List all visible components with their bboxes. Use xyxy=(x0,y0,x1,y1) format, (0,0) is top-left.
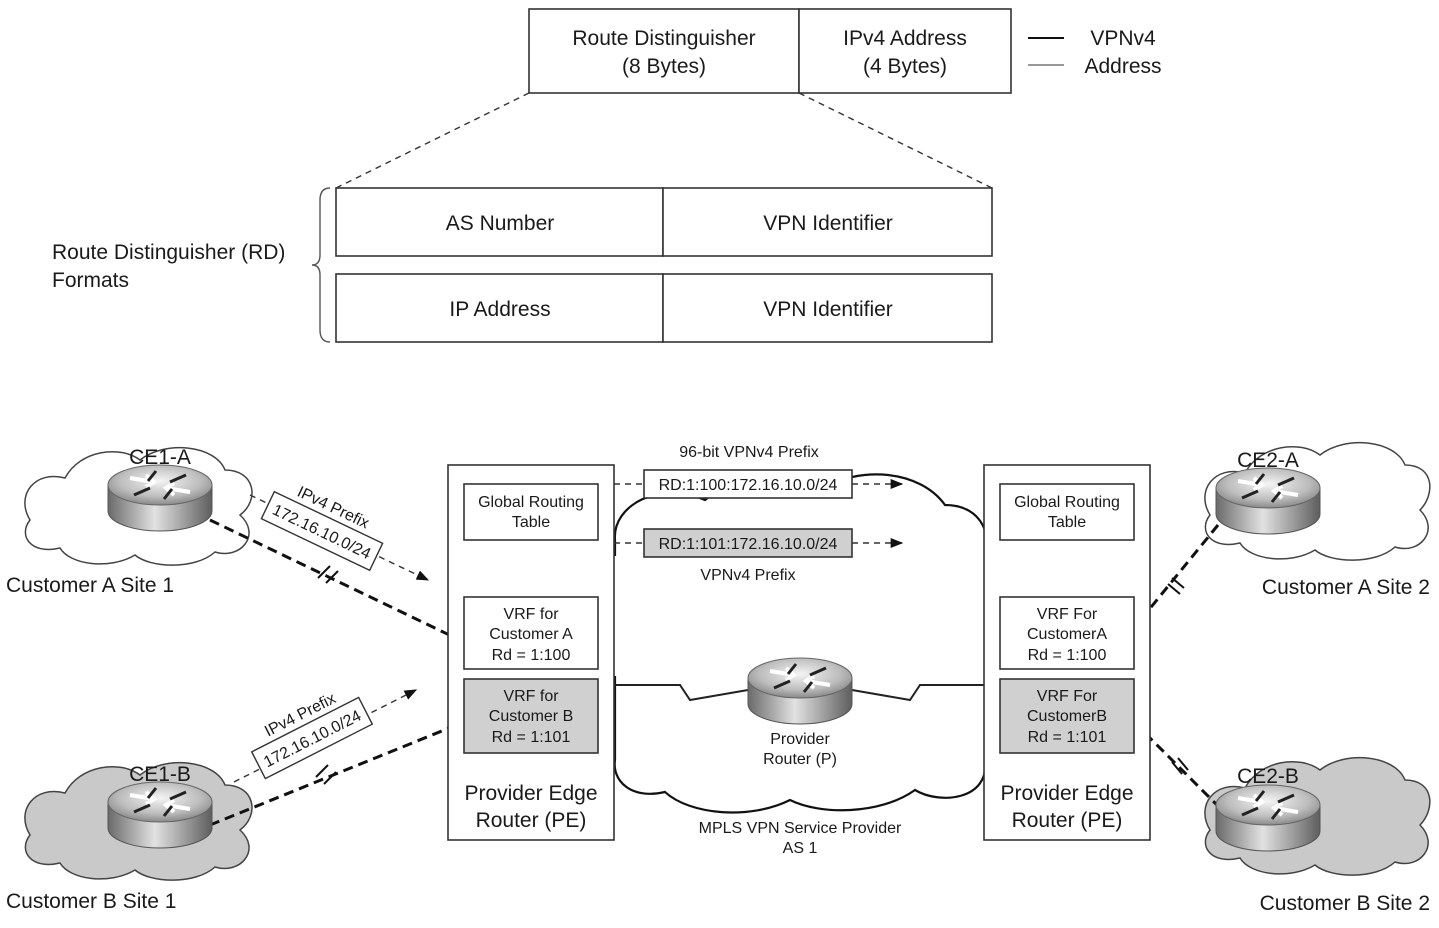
as-number-text: AS Number xyxy=(446,212,555,235)
pe-right-vrf-b-line2: CustomerB xyxy=(1027,708,1107,725)
prefix-b-text: RD:1:101:172.16.10.0/24 xyxy=(659,536,838,553)
pe-right-label-line2: Router (PE) xyxy=(1012,809,1123,832)
ce2a-router-icon xyxy=(1214,466,1322,536)
as-number-cell xyxy=(335,187,664,257)
pe-right-global-line2: Table xyxy=(1048,514,1086,531)
provider-cloud xyxy=(598,473,1002,814)
break-mark-b2 xyxy=(1171,757,1189,775)
prefix-b-box xyxy=(643,528,853,558)
ce2b-name: CE2-B xyxy=(1237,765,1299,788)
ipv4-4-bytes-box xyxy=(798,8,1012,94)
pe-right-vrf-a xyxy=(999,596,1135,670)
prefix-a-box xyxy=(643,469,853,499)
cloud-gap-mask xyxy=(598,556,1002,676)
break-mark-a1 xyxy=(317,565,339,584)
pe-left-vrf-a-line1: VRF for xyxy=(503,606,559,623)
ipv4-box-line2: (4 Bytes) xyxy=(863,55,947,78)
pe-left-vrf-b xyxy=(463,678,599,754)
pe-left-vrf-a-line2: Customer A xyxy=(489,626,573,643)
p-router-icon xyxy=(746,656,854,726)
legend-line1: VPNv4 xyxy=(1090,27,1156,50)
vpn-identifier-cell-1 xyxy=(662,187,993,257)
vpnv4-prefixes: 96-bit VPNv4 Prefix RD:1:100:172.16.10.0… xyxy=(614,444,904,584)
vpnv4-address-structure: Route Distinguisher (8 Bytes) IPv4 Addre… xyxy=(335,8,1162,189)
pe-left-label-line1: Provider Edge xyxy=(464,782,597,805)
link-pe-left-p xyxy=(598,684,749,702)
pe-right-label-line1: Provider Edge xyxy=(1000,782,1133,805)
prefix-a-text: RD:1:100:172.16.10.0/24 xyxy=(659,477,838,494)
rd-8-bytes-box xyxy=(528,8,800,94)
ce1b-name: CE1-B xyxy=(129,763,191,786)
break-mark-b1 xyxy=(315,764,337,785)
pe-right: Global Routing Table VRF For CustomerA R… xyxy=(983,464,1151,841)
pe-left-global-line2: Table xyxy=(512,514,550,531)
vpnv4-prefix-label: VPNv4 Prefix xyxy=(700,567,795,584)
pe-left-label-line2: Router (PE) xyxy=(476,809,587,832)
ce1b-router-icon xyxy=(106,780,214,850)
pe-right-vrf-b-line1: VRF For xyxy=(1037,688,1098,705)
ce1a-name: CE1-A xyxy=(129,446,191,469)
pe-right-global-table xyxy=(999,483,1135,541)
ce1a-router-icon xyxy=(106,463,214,533)
ipv4-box-line1: IPv4 Address xyxy=(843,27,967,50)
site-labels: CE1-A Customer A Site 1 CE1-B Customer B… xyxy=(6,446,1430,915)
prefix-tag-box-b xyxy=(250,696,374,780)
pe-right-vrf-a-line3: Rd = 1:100 xyxy=(1028,647,1107,664)
pe-left-vrf-b-line1: VRF for xyxy=(503,688,559,705)
rd-formats-label-line1: Route Distinguisher (RD) xyxy=(52,241,285,264)
link-p-pe-right xyxy=(851,684,1000,702)
rd-formats-label-line2: Formats xyxy=(52,269,129,292)
rd-formats: AS Number VPN Identifier IP Address VPN … xyxy=(52,187,993,343)
ip-address-cell xyxy=(335,273,664,343)
vpn-identifier-cell-2 xyxy=(662,273,993,343)
pe-left-vrf-a-line3: Rd = 1:100 xyxy=(492,647,571,664)
vpn-identifier-text-2: VPN Identifier xyxy=(763,298,893,321)
link-ce1b-pe xyxy=(209,720,465,827)
pe-left-vrf-b-line2: Customer B xyxy=(489,708,573,725)
link-ce2a-pe xyxy=(1132,524,1220,629)
formats-brace xyxy=(311,187,331,343)
ce2b-caption: Customer B Site 2 xyxy=(1260,892,1430,915)
vpn-identifier-text-1: VPN Identifier xyxy=(763,212,893,235)
ce2a-caption: Customer A Site 2 xyxy=(1262,576,1430,599)
legend-line2: Address xyxy=(1084,55,1161,78)
rd-box-line2: (8 Bytes) xyxy=(622,55,706,78)
ce2b-router-icon xyxy=(1214,783,1322,853)
pe-right-vrf-a-line1: VRF For xyxy=(1037,606,1098,623)
prefix-tag-box-a xyxy=(260,490,384,572)
pe-left-global-table xyxy=(463,483,599,541)
ipv4-prefix-tag-a: 172.16.10.0/24 IPv4 Prefix xyxy=(249,484,430,581)
pe-left-vrf-a xyxy=(463,596,599,670)
ce2a-name: CE2-A xyxy=(1237,449,1299,472)
pe-left: Global Routing Table VRF for Customer A … xyxy=(447,464,615,841)
p-router-line2: Router (P) xyxy=(763,751,837,768)
pe-right-global-line1: Global Routing xyxy=(1014,494,1120,511)
break-mark-a2 xyxy=(1167,577,1185,595)
pe-right-vrf-b-line3: Rd = 1:101 xyxy=(1028,729,1107,746)
p-router-line1: Provider xyxy=(770,731,830,748)
pe-right-vrf-b xyxy=(999,678,1135,754)
pe-left-global-line1: Global Routing xyxy=(478,494,584,511)
pe-left-vrf-b-line3: Rd = 1:101 xyxy=(492,729,571,746)
ce1b-caption: Customer B Site 1 xyxy=(6,890,176,913)
ce1a-caption: Customer A Site 1 xyxy=(6,574,174,597)
pe-right-vrf-a-line2: CustomerA xyxy=(1027,626,1107,643)
rd-box-line1: Route Distinguisher xyxy=(572,27,755,50)
expand-line-left xyxy=(335,92,530,189)
expand-line-right xyxy=(798,92,993,189)
prefix-96bit-label: 96-bit VPNv4 Prefix xyxy=(679,444,819,461)
provider-line1: MPLS VPN Service Provider xyxy=(699,820,902,837)
provider-line2: AS 1 xyxy=(783,840,818,857)
ip-address-text: IP Address xyxy=(449,298,550,321)
